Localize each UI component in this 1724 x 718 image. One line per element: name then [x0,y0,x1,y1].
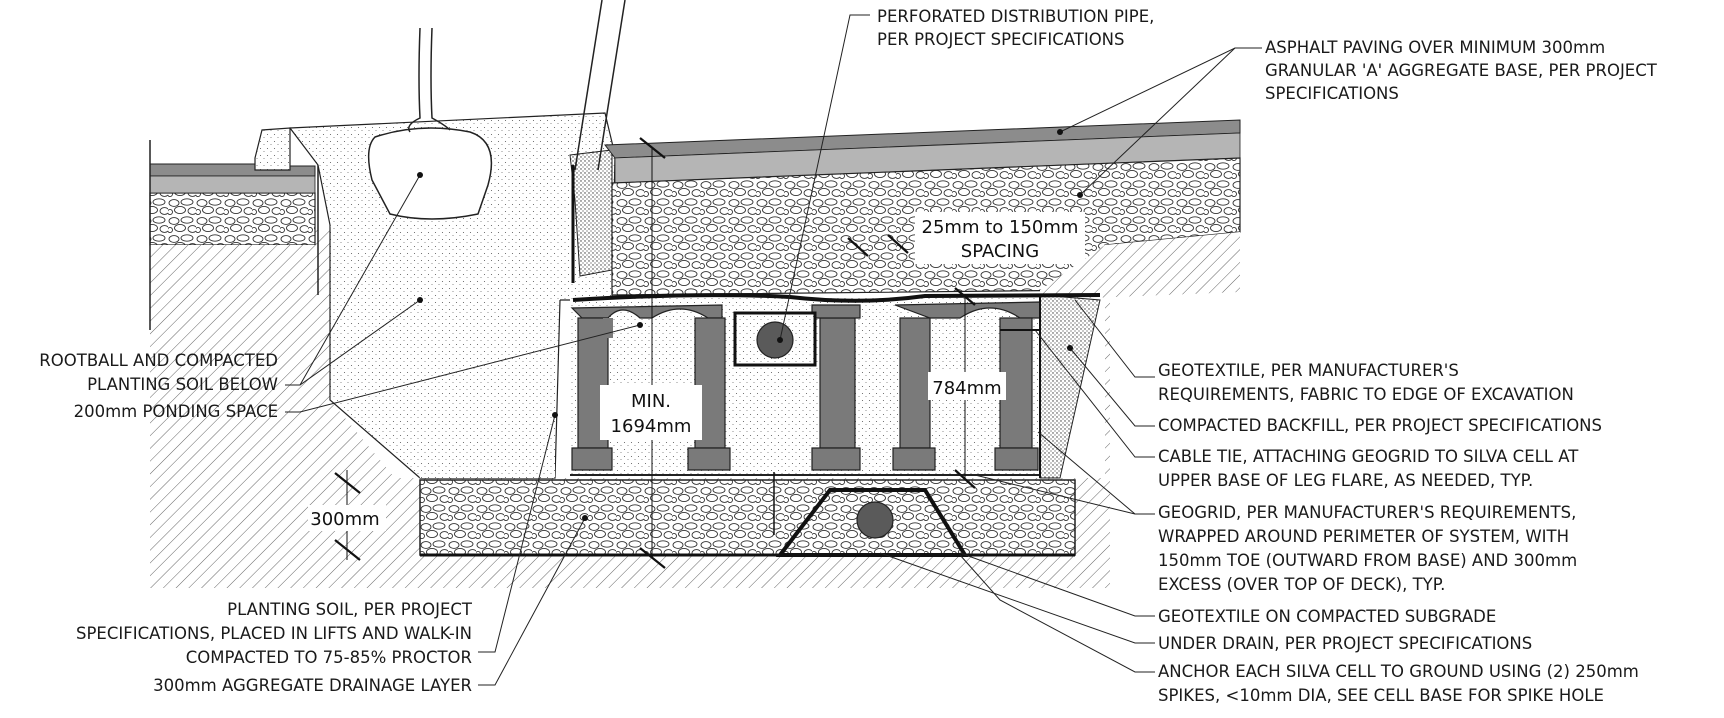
callout-text-line: WRAPPED AROUND PERIMETER OF SYSTEM, WITH [1158,527,1569,546]
callout-cable-tie: CABLE TIE, ATTACHING GEOGRID TO SILVA CE… [1158,447,1579,490]
callout-text-line: CABLE TIE, ATTACHING GEOGRID TO SILVA CE… [1158,447,1579,466]
callout-text-line: SPIKES, <10mm DIA, SEE CELL BASE FOR SPI… [1158,686,1604,705]
callout-backfill: COMPACTED BACKFILL, PER PROJECT SPECIFIC… [1158,416,1602,435]
callout-text-line: PERFORATED DISTRIBUTION PIPE, [877,7,1154,26]
callout-rootball: ROOTBALL AND COMPACTED PLANTING SOIL BEL… [39,351,278,394]
callout-text-line: PLANTING SOIL, PER PROJECT [227,600,473,619]
min-depth-label-line1: MIN. [631,391,671,412]
callout-text-line: GEOTEXTILE, PER MANUFACTURER'S [1158,361,1459,380]
cell-height-label: 784mm [932,378,1001,399]
callout-anchor: ANCHOR EACH SILVA CELL TO GROUND USING (… [1158,662,1639,705]
left-pavement [149,127,330,330]
callout-text-line: EXCESS (OVER TOP OF DECK), TYP. [1158,575,1445,594]
callout-text-line: ANCHOR EACH SILVA CELL TO GROUND USING (… [1158,662,1639,681]
geogrid-deck [572,293,1101,303]
dimension-labels: MIN. 1694mm 784mm 25mm to 150mm SPACING … [308,212,1085,531]
callout-planting-soil: PLANTING SOIL, PER PROJECT SPECIFICATION… [76,600,473,667]
callout-text-line: SPECIFICATIONS [1265,84,1399,103]
planting-soil-pit [288,0,626,479]
spacing-label-line1: 25mm to 150mm [922,217,1079,238]
aggregate-drainage-layer [419,472,1076,557]
perforated-distribution-pipe [756,321,794,359]
callout-ponding: 200mm PONDING SPACE [74,402,278,421]
callout-text-line: PLANTING SOIL BELOW [87,375,278,394]
callout-text-line: 150mm TOE (OUTWARD FROM BASE) AND 300mm [1158,551,1577,570]
callout-text-line: COMPACTED BACKFILL, PER PROJECT SPECIFIC… [1158,416,1602,435]
callout-text-line: GEOTEXTILE ON COMPACTED SUBGRADE [1158,607,1496,626]
callout-text-line: 300mm AGGREGATE DRAINAGE LAYER [153,676,472,695]
callout-geotextile-subgrade: GEOTEXTILE ON COMPACTED SUBGRADE [1158,607,1496,626]
callout-text-line: SPECIFICATIONS, PLACED IN LIFTS AND WALK… [76,624,472,643]
dimension-marks [334,137,976,569]
callout-text-line: REQUIREMENTS, FABRIC TO EDGE OF EXCAVATI… [1158,385,1574,404]
min-depth-label-line2: 1694mm [611,416,692,437]
drainage-depth-label: 300mm [310,509,379,530]
callout-under-drain: UNDER DRAIN, PER PROJECT SPECIFICATIONS [1158,634,1532,653]
callout-asphalt: ASPHALT PAVING OVER MINIMUM 300mm GRANUL… [1265,38,1658,103]
callout-text-line: ROOTBALL AND COMPACTED [39,351,278,370]
callout-geogrid: GEOGRID, PER MANUFACTURER'S REQUIREMENTS… [1158,503,1577,594]
spacing-label-line2: SPACING [961,241,1039,262]
callout-text-line: 200mm PONDING SPACE [74,402,278,421]
callout-text-line: COMPACTED TO 75-85% PROCTOR [186,648,472,667]
compacted-backfill [1039,294,1101,479]
callout-text-line: UNDER DRAIN, PER PROJECT SPECIFICATIONS [1158,634,1532,653]
right-pavement [604,119,1241,300]
callout-geotextile-edge: GEOTEXTILE, PER MANUFACTURER'S REQUIREME… [1158,361,1574,404]
rootball [367,127,493,220]
leader-lines [285,14,1262,686]
callout-drainage-layer: 300mm AGGREGATE DRAINAGE LAYER [153,676,472,695]
callout-text-line: PER PROJECT SPECIFICATIONS [877,30,1125,49]
under-drain-pipe [856,501,894,539]
callout-perforated-pipe: PERFORATED DISTRIBUTION PIPE, PER PROJEC… [877,7,1154,49]
callout-text-line: GRANULAR 'A' AGGREGATE BASE, PER PROJECT [1265,61,1658,80]
callout-text-line: GEOGRID, PER MANUFACTURER'S REQUIREMENTS… [1158,503,1576,522]
callout-text-line: UPPER BASE OF LEG FLARE, AS NEEDED, TYP. [1158,471,1533,490]
callout-text-line: ASPHALT PAVING OVER MINIMUM 300mm [1265,38,1605,57]
